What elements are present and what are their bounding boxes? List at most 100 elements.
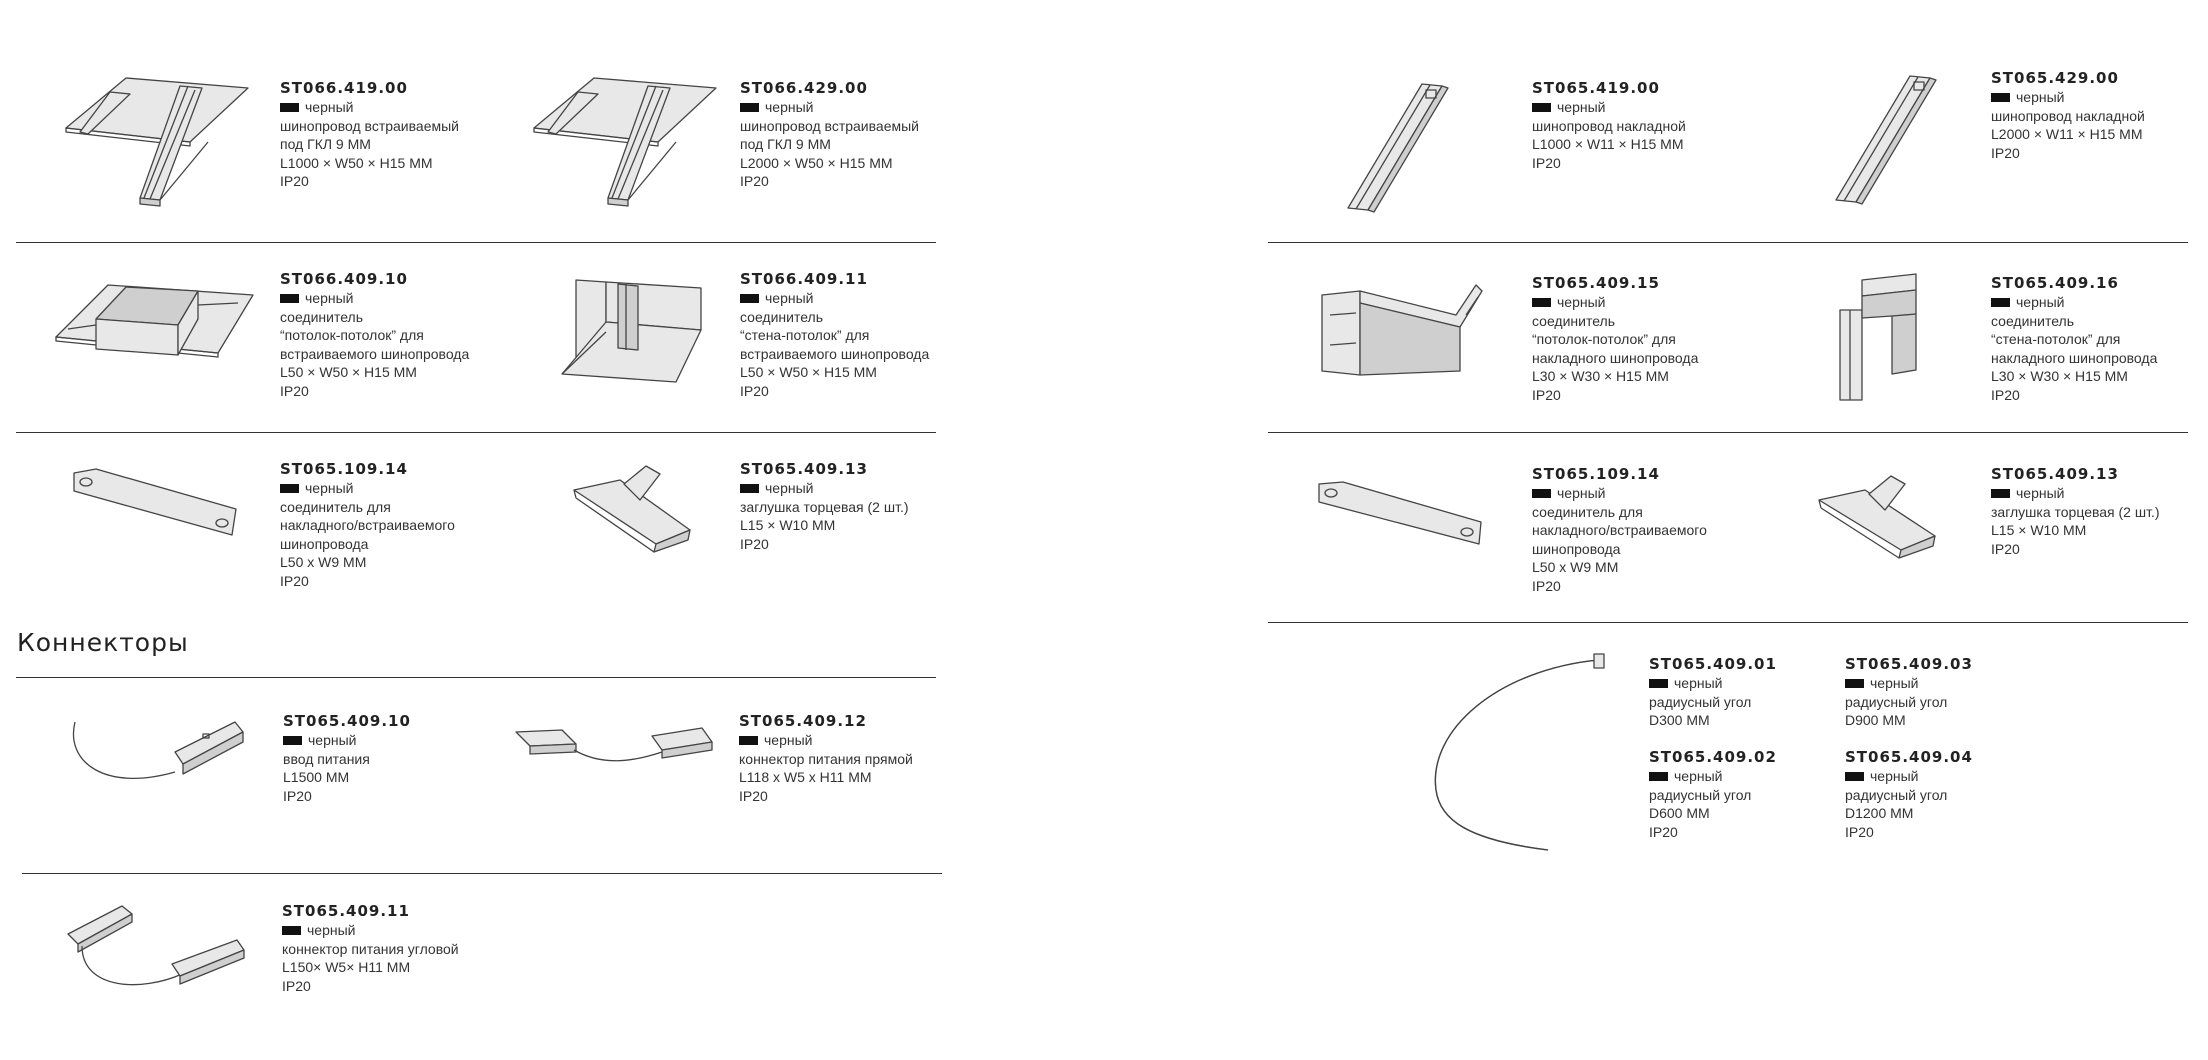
product-card-p17: ST065.409.03 черный радиусный угол D900 … [1845,654,1973,730]
color-swatch-black [1649,678,1668,688]
product-desc-line: коннектор питания прямой [739,750,913,767]
product-desc-line: заглушка торцевая (2 шт.) [1991,503,2160,520]
product-desc-line: радиусный угол [1649,693,1752,710]
product-ip-rating: IP20 [740,535,769,552]
product-dimensions: L15 × W10 MM [740,517,836,533]
color-label: черный [2016,294,2065,310]
product-image-recessed-track-long [528,72,718,212]
product-card-p11: ST065.429.00 черный шинопровод накладной… [1991,68,2145,162]
product-card-p6: ST065.409.13 черный заглушка торцевая (2… [740,459,909,553]
product-code: ST066.409.10 [280,270,408,288]
product-card-p13: ST065.409.16 черный соединитель “стена-п… [1991,273,2157,404]
product-dimensions: L2000 × W50 × H15 MM [740,154,893,171]
product-image-radius-corner [1428,650,1608,860]
product-code: ST065.409.03 [1845,655,1973,673]
product-code: ST065.409.16 [1991,274,2119,292]
product-image-angle-power-connector [62,900,247,995]
color-label: черный [765,480,814,496]
product-card-p15: ST065.409.13 черный заглушка торцевая (2… [1991,464,2160,558]
product-desc-line: шинопровод встраиваемый [740,117,919,134]
color-label: черный [1557,485,1606,501]
product-ip-rating: IP20 [1649,823,1678,840]
product-code: ST066.429.00 [740,79,868,97]
product-dimensions: D1200 MM [1845,805,1914,821]
product-desc-line: шинопровода [280,535,369,552]
product-desc-line: “потолок-потолок” для [1532,331,1676,347]
product-ip-rating: IP20 [1991,540,2020,557]
color-swatch-black [1845,678,1864,688]
product-image-ceiling-connector [48,275,258,385]
product-desc-line: ввод питания [283,750,370,767]
product-card-p14: ST065.109.14 черный соединитель для накл… [1532,464,1707,595]
product-ip-rating: IP20 [1845,823,1874,840]
product-desc-line: “стена-потолок” для [740,327,870,343]
product-image-flat-connector [70,465,240,540]
product-image-surface-wall-ceiling-connector [1832,270,1922,405]
product-dimensions: D600 MM [1649,805,1710,821]
color-label: черный [2016,89,2065,105]
product-code: ST065.409.02 [1649,748,1777,766]
product-image-straight-power-connector [512,722,717,782]
color-label: черный [2016,485,2065,501]
color-swatch-black [1991,488,2010,498]
product-desc-line: соединитель для [280,498,391,515]
color-label: черный [305,99,354,115]
product-code: ST065.409.13 [740,460,868,478]
product-code: ST065.419.00 [1532,79,1660,97]
product-ip-rating: IP20 [280,572,309,589]
color-swatch-black [280,102,299,112]
product-card-p12: ST065.409.15 черный соединитель “потолок… [1532,273,1698,404]
product-desc-line: коннектор питания угловой [282,940,459,957]
product-desc-line: “стена-потолок” для [1991,331,2121,347]
color-label: черный [307,922,356,938]
product-desc-line: шинопровод накладной [1991,107,2145,124]
section-title-connectors: Коннекторы [17,628,189,657]
product-dimensions: L1000 × W50 × H15 MM [280,154,433,171]
divider [16,432,936,433]
product-image-recessed-track [60,72,250,212]
product-ip-rating: IP20 [1991,144,2020,161]
product-desc-line: радиусный угол [1649,786,1752,803]
product-code: ST065.409.15 [1532,274,1660,292]
product-image-flat-connector-right [1315,478,1485,548]
color-label: черный [1870,675,1919,691]
product-desc-line: накладного шинопровода [1532,349,1699,366]
product-desc-line: заглушка торцевая (2 шт.) [740,498,909,515]
product-desc-line: встраиваемого шинопровода [280,345,470,362]
color-swatch-black [1991,92,2010,102]
product-dimensions: L50 × W50 × H15 MM [740,364,877,380]
product-desc-line: накладного шинопровода [1991,349,2158,366]
color-swatch-black [1532,488,1551,498]
color-swatch-black [280,293,299,303]
product-ip-rating: IP20 [280,173,309,189]
product-ip-rating: IP20 [282,977,311,994]
product-ip-rating: IP20 [1532,577,1561,594]
product-dimensions: L118 x W5 x H11 MM [739,769,872,785]
product-card-p18: ST065.409.02 черный радиусный угол D600 … [1649,747,1777,841]
product-dimensions: D300 MM [1649,712,1710,728]
product-desc-line: под ГКЛ 9 ММ [740,136,831,152]
product-dimensions: L50 x W9 MM [1532,559,1619,575]
product-code: ST065.409.04 [1845,748,1973,766]
product-ip-rating: IP20 [740,382,769,399]
color-swatch-black [1649,771,1668,781]
product-desc-line: накладного/встраиваемого [1532,522,1707,538]
product-desc-line: соединитель [280,308,364,325]
product-desc-line: встраиваемого шинопровода [740,345,930,362]
product-desc-line: радиусный угол [1845,786,1948,803]
product-image-surface-track [1342,80,1452,215]
product-image-surface-ceiling-connector [1316,275,1486,390]
product-desc-line: шинопровод накладной [1532,117,1686,134]
product-code: ST065.429.00 [1991,69,2119,87]
product-code: ST065.109.14 [280,460,408,478]
product-code: ST065.409.13 [1991,465,2119,483]
product-dimensions: L15 × W10 MM [1991,522,2087,538]
color-swatch-black [280,483,299,493]
product-desc-line: “потолок-потолок” для [280,327,424,343]
product-dimensions: L1500 MM [283,769,350,785]
color-label: черный [1557,294,1606,310]
product-card-p3: ST066.409.10 черный соединитель “потолок… [280,269,469,400]
product-code: ST065.109.14 [1532,465,1660,483]
product-desc-line: накладного/встраиваемого [280,517,455,533]
